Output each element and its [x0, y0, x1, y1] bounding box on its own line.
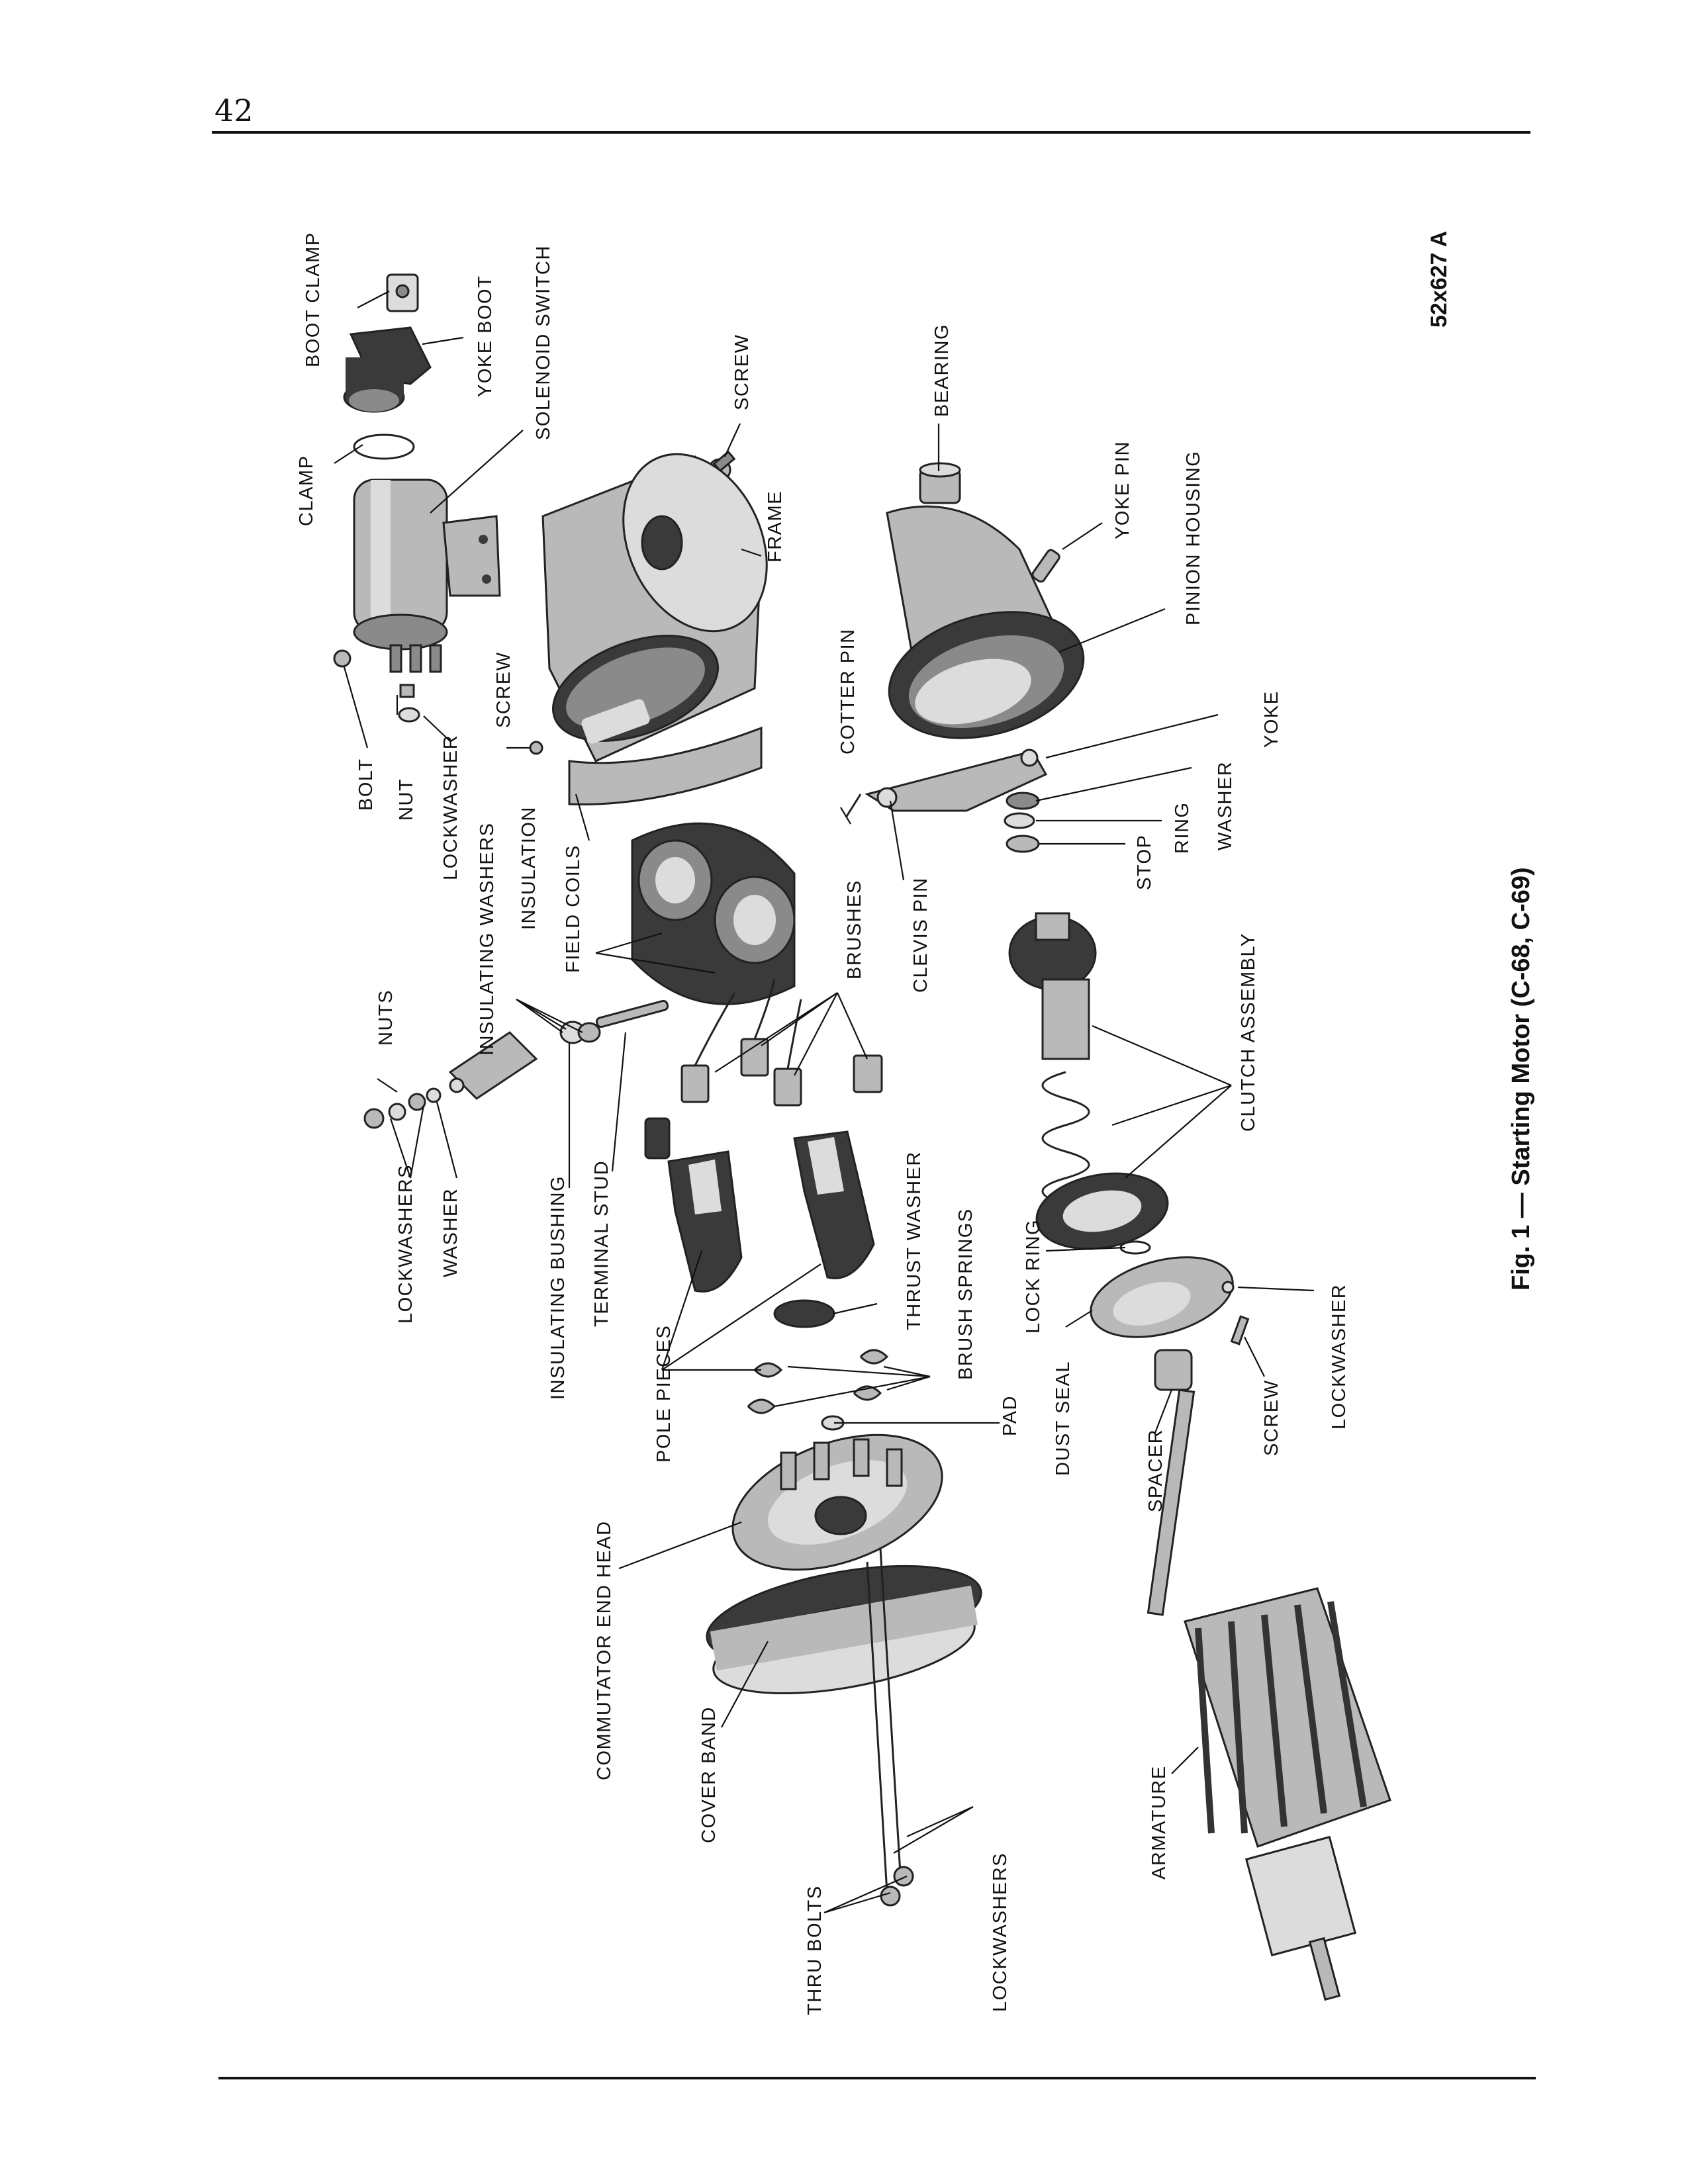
label-lock-ring: LOCK RING: [1023, 1219, 1044, 1334]
field-coils-part: [631, 822, 796, 1005]
cover-band-part: [706, 1565, 982, 1695]
clutch-assembly-part: [1008, 912, 1169, 1250]
label-pad: PAD: [1000, 1395, 1021, 1436]
label-bolt: BOLT: [355, 758, 377, 811]
solenoid-switch-part: [353, 478, 501, 673]
label-cover-band: COVER BAND: [698, 1706, 720, 1843]
thru-bolts-part: [866, 1548, 914, 1907]
label-nut: NUT: [396, 778, 417, 821]
label-clamp: CLAMP: [296, 455, 317, 526]
armature-part: [1147, 1388, 1391, 2001]
label-solenoid-switch: SOLENOID SWITCH: [533, 245, 554, 440]
label-yoke-pin: YOKE PIN: [1112, 441, 1133, 539]
label-ring: RING: [1172, 802, 1193, 854]
label-pole-pieces: POLE PIECES: [653, 1325, 675, 1463]
figure-id: 52x627 A: [1427, 231, 1452, 328]
label-yoke-boot: YOKE BOOT: [475, 275, 496, 397]
label-clevis-pin: CLEVIS PIN: [910, 877, 931, 993]
thrust-washer-part: [773, 1299, 835, 1328]
label-pinion-housing: PINION HOUSING: [1183, 451, 1204, 625]
pole-pieces-part: [667, 1130, 875, 1293]
label-cotter-pin: COTTER PIN: [837, 628, 859, 754]
terminal-stud-parts: [363, 999, 669, 1129]
part-labels: BOOT CLAMP YOKE BOOT CLAMP SOLENOID SWIT…: [296, 232, 1350, 2015]
armature-hardware-parts: [1090, 1240, 1250, 1391]
label-screw-plate: SCREW: [1261, 1380, 1282, 1456]
label-lockwashers-stud: LOCKWASHERS: [395, 1164, 416, 1324]
label-screw-frame: SCREW: [493, 652, 514, 728]
label-lockwasher-solenoid: LOCKWASHER: [440, 735, 461, 880]
label-lockwasher-plate: LOCKWASHER: [1329, 1284, 1350, 1430]
solenoid-hardware-parts: [333, 649, 420, 723]
leader-lines: [334, 291, 1315, 1914]
footer-rule: [218, 2077, 1536, 2079]
label-insulation: INSULATION: [518, 806, 539, 930]
label-stop: STOP: [1134, 835, 1155, 890]
label-clutch-assembly: CLUTCH ASSEMBLY: [1238, 933, 1259, 1132]
yoke-pin-part: [1031, 549, 1060, 583]
label-lockwashers-bolts: LOCKWASHERS: [990, 1852, 1011, 2012]
label-washer-stud: WASHER: [440, 1188, 461, 1277]
label-bearing: BEARING: [931, 324, 953, 417]
boot-clamp-part: [386, 273, 419, 312]
label-thru-bolts: THRU BOLTS: [804, 1885, 825, 2015]
label-frame: FRAME: [765, 490, 786, 563]
brushes-part: [644, 979, 883, 1160]
yoke-boot-part: [343, 326, 432, 413]
label-field-coils: FIELD COILS: [563, 844, 584, 973]
label-armature: ARMATURE: [1149, 1765, 1170, 1880]
label-washer-yoke: WASHER: [1215, 761, 1236, 850]
label-commutator-end-head: COMMUTATOR END HEAD: [594, 1520, 615, 1780]
label-insulating-washers: INSULATING WASHERS: [477, 823, 498, 1056]
label-spacer: SPACER: [1145, 1429, 1166, 1512]
brush-springs-parts: [747, 1349, 889, 1431]
label-brushes: BRUSHES: [844, 880, 865, 979]
header-rule: [212, 131, 1530, 134]
label-dust-seal: DUST SEAL: [1053, 1361, 1074, 1476]
frame-part: [529, 453, 768, 762]
yoke-linkage-parts: [845, 749, 1048, 853]
bearing-part: [919, 462, 961, 504]
label-screw-top: SCREW: [731, 334, 753, 410]
label-nuts: NUTS: [375, 989, 397, 1046]
pinion-housing-part: [886, 505, 1085, 739]
label-insulating-bushing: INSULATING BUSHING: [547, 1175, 569, 1400]
commutator-end-head-part: [731, 1433, 943, 1571]
label-yoke: YOKE: [1261, 690, 1282, 748]
label-terminal-stud: TERMINAL STUD: [591, 1160, 612, 1327]
figure-caption: Fig. 1 — Starting Motor (C-68, C-69): [1507, 867, 1535, 1291]
clamp-part: [353, 433, 415, 460]
insulation-part: [568, 726, 763, 805]
parts-illustration: [333, 273, 1391, 2001]
label-boot-clamp: BOOT CLAMP: [303, 232, 324, 367]
page-number: 42: [214, 93, 254, 128]
label-thrust-washer: THRUST WASHER: [904, 1151, 925, 1330]
label-brush-springs: BRUSH SPRINGS: [955, 1208, 976, 1380]
